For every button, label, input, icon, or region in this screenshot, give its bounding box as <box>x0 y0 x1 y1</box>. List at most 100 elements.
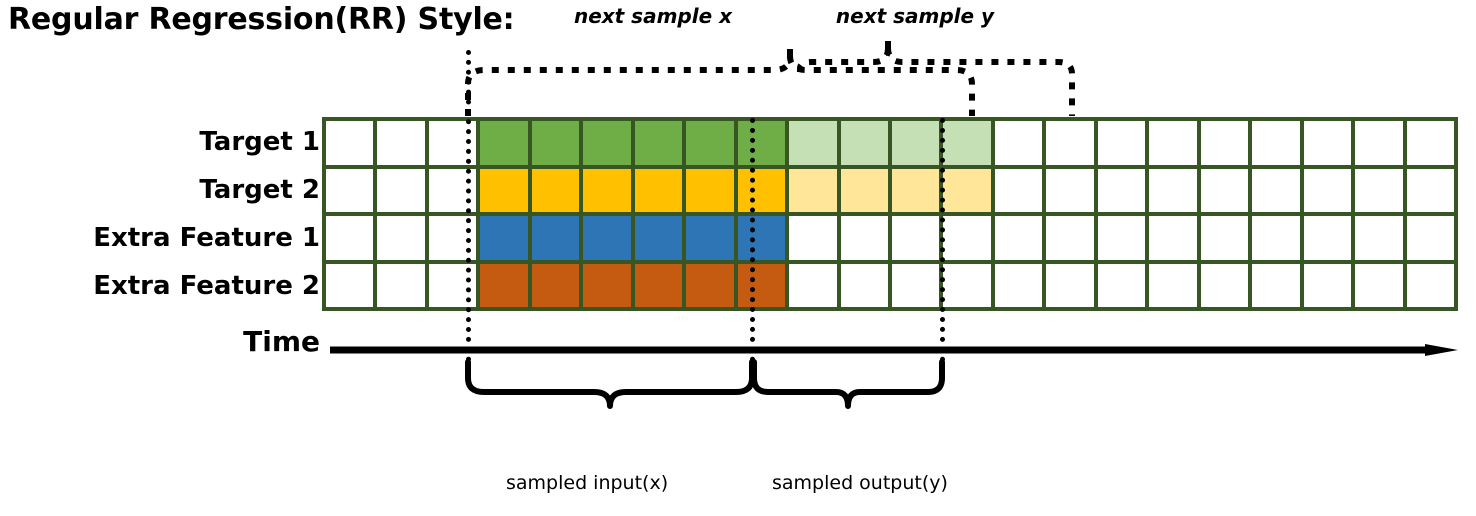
brace-next-sample-y-left <box>797 47 891 72</box>
grid-cell <box>326 263 374 307</box>
grid-cell <box>994 168 1043 212</box>
grid-cell <box>789 168 837 212</box>
grid-cell <box>480 168 528 212</box>
grid-cell <box>891 121 940 165</box>
grid-cell <box>1252 168 1300 212</box>
grid-cell <box>789 121 837 165</box>
grid-cell <box>634 121 683 165</box>
grid-cell <box>1303 216 1352 260</box>
grid-cell <box>789 216 837 260</box>
grid-cell <box>686 121 734 165</box>
row-label-extra-feature-2: Extra Feature 2 <box>93 271 320 301</box>
page-title: Regular Regression(RR) Style: <box>8 2 515 37</box>
grid-cell <box>1303 263 1352 307</box>
grid-cell <box>634 168 683 212</box>
caption-sampled-input: sampled input(x) lookback=6 input_featur… <box>506 421 713 516</box>
grid-cell <box>326 216 374 260</box>
grid-cell <box>480 121 528 165</box>
guide-line-output-end <box>940 118 945 362</box>
grid-cell <box>737 121 786 165</box>
grid-cell <box>1200 168 1249 212</box>
grid-cell <box>1149 168 1197 212</box>
guide-line-input-start <box>466 50 471 362</box>
grid-cell <box>840 121 888 165</box>
grid-cell <box>686 263 734 307</box>
brace-sampled-input <box>465 359 755 409</box>
row-label-extra-feature-1: Extra Feature 1 <box>93 223 320 253</box>
grid-cell <box>377 216 425 260</box>
grid-cell <box>686 168 734 212</box>
grid-cell <box>583 121 631 165</box>
grid-cell <box>1046 168 1094 212</box>
brace-sampled-output <box>751 359 945 409</box>
grid-cell <box>1046 121 1094 165</box>
grid-row <box>326 263 1454 307</box>
row-label-target-1: Target 1 <box>199 127 320 157</box>
grid-cell <box>377 168 425 212</box>
grid-row <box>326 121 1454 165</box>
grid-cell <box>1046 263 1094 307</box>
brace-next-sample-x-right <box>787 55 975 116</box>
time-axis-arrow <box>330 344 1458 356</box>
grid-cell <box>737 168 786 212</box>
grid-cell <box>480 216 528 260</box>
grid-cell <box>480 263 528 307</box>
grid-row <box>326 168 1454 212</box>
grid-cell <box>994 263 1043 307</box>
grid-cell <box>1355 216 1403 260</box>
grid-cell <box>1200 263 1249 307</box>
grid-cell <box>840 168 888 212</box>
timeseries-grid <box>322 117 1458 311</box>
annotation-next-sample-y: next sample y <box>835 4 995 28</box>
arrow-head-icon <box>1425 344 1458 356</box>
grid-cell <box>531 216 580 260</box>
grid-cell <box>634 263 683 307</box>
grid-cell <box>1252 216 1300 260</box>
grid-cell <box>1097 168 1146 212</box>
grid-cell <box>943 168 991 212</box>
grid-cell <box>686 216 734 260</box>
grid-cell <box>891 263 940 307</box>
grid-row <box>326 216 1454 260</box>
grid-cell <box>840 263 888 307</box>
row-label-target-2: Target 2 <box>199 175 320 205</box>
grid-cell <box>377 263 425 307</box>
grid-cell <box>1355 121 1403 165</box>
caption-input-line-1: sampled input(x) <box>506 472 669 494</box>
grid-cell <box>943 121 991 165</box>
grid-cell <box>377 121 425 165</box>
caption-sampled-output: sampled output(y) horizon=4 output_featu… <box>772 421 993 516</box>
grid-cell <box>531 168 580 212</box>
grid-cell <box>1252 263 1300 307</box>
grid-cell <box>1097 216 1146 260</box>
grid-cell <box>737 216 786 260</box>
grid-cell <box>1252 121 1300 165</box>
brace-next-sample-x <box>465 55 793 116</box>
grid-cell <box>634 216 683 260</box>
grid-cell <box>1097 121 1146 165</box>
grid-cell <box>583 216 631 260</box>
grid-cell <box>1303 168 1352 212</box>
grid-cell <box>1097 263 1146 307</box>
annotation-next-sample-x: next sample x <box>573 4 733 28</box>
grid-cell <box>994 121 1043 165</box>
grid-cell <box>531 263 580 307</box>
grid-cell <box>1406 121 1454 165</box>
grid-cell <box>943 216 991 260</box>
grid-cell <box>1303 121 1352 165</box>
grid-cell <box>1355 168 1403 212</box>
grid-cell <box>1200 121 1249 165</box>
grid-cell <box>994 216 1043 260</box>
grid-cell <box>891 216 940 260</box>
grid-cell <box>326 168 374 212</box>
grid-cell <box>326 121 374 165</box>
grid-cell <box>789 263 837 307</box>
brace-next-sample-y-right <box>885 47 1075 116</box>
grid-cell <box>583 263 631 307</box>
grid-cell <box>737 263 786 307</box>
grid-cell <box>583 168 631 212</box>
grid-cell <box>1406 168 1454 212</box>
grid-cell <box>1355 263 1403 307</box>
caption-output-line-1: sampled output(y) <box>772 472 948 494</box>
